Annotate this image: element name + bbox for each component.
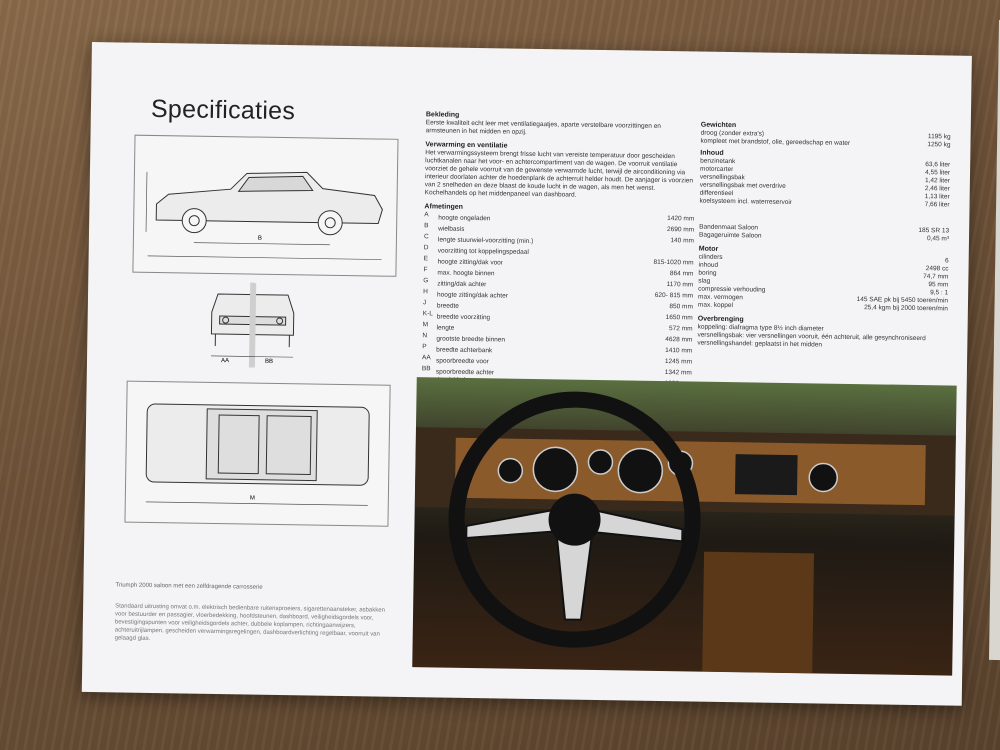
spec-row-label: inhoud (698, 261, 719, 269)
spec-row-label: kompleet met brandstof, olie, gereedscha… (700, 137, 851, 147)
spec-row-value: 850 mm (669, 303, 693, 311)
standard-equipment-paragraph: Standaard uitrusting omvat o.m. elektris… (114, 603, 385, 642)
spec-row-label: hoogte zitting/dak achter (437, 291, 508, 300)
verwarming-text: Het verwarmingssysteem brengt frisse luc… (424, 149, 694, 199)
spec-row-value: 140 mm (670, 237, 695, 245)
spec-row-value: 815-1020 mm (653, 258, 694, 267)
spec-row-value: 1250 kg (927, 141, 951, 149)
spec-row-label: wielbasis (438, 225, 465, 233)
spec-row-label: voorzitting tot koppelingspedaal (437, 247, 529, 256)
spec-row-letter: N (422, 332, 428, 340)
spec-row-value: 4628 mm (665, 336, 693, 344)
spec-row-label: koelsysteem incl. waterreservoir (699, 197, 793, 207)
spec-row-value: 1420 mm (667, 215, 695, 223)
spec-column-middle: Bekleding Eerste kwaliteit echt leer met… (422, 111, 696, 396)
spec-row-label: breedte achterbank (436, 346, 493, 355)
spec-row-label: max. hoogte binnen (437, 269, 495, 278)
spec-row-label: breedte (436, 302, 459, 310)
spec-row-value: 1410 mm (665, 347, 693, 355)
spec-row-value: 620- 815 mm (654, 291, 694, 300)
spec-row-value: 1650 mm (665, 314, 693, 322)
spec-row-value: 1342 mm (664, 369, 692, 377)
spec-row-letter: E (423, 255, 429, 263)
brochure-page: Specificaties B (81, 42, 972, 706)
dimension-label-aa: AA (220, 358, 230, 365)
top-view-diagram: M (124, 380, 391, 527)
spec-row-value: 74,7 mm (923, 273, 949, 281)
spec-row-letter: M (422, 321, 429, 329)
spec-row-letter: G (423, 277, 429, 285)
spec-row-label: zitting/dak achter (437, 280, 487, 289)
spec-row-label: boring (698, 269, 717, 277)
spec-row-label: compressie verhouding (698, 285, 766, 294)
spec-row-label: grootste breedte binnen (436, 335, 506, 344)
front-view-diagram: AA BB (197, 282, 308, 369)
spec-row-letter: H (423, 288, 428, 296)
spec-row-label: Bandenmaat Saloon (699, 223, 759, 232)
spec-row-label: Bagageruimte Saloon (698, 231, 762, 240)
spec-row-letter: B (424, 222, 429, 230)
spec-row-value: 1245 mm (664, 358, 693, 366)
spec-row-label: differentieel (699, 189, 734, 198)
spec-row-label: spoorbreedte voor (435, 357, 489, 366)
spec-row-label: slag (698, 277, 711, 285)
spec-row-label: max. koppel (697, 301, 734, 310)
dimension-label-b: B (257, 235, 262, 242)
spec-row-value: 185 SR 13 (918, 227, 950, 235)
spec-row-value: 7,66 liter (924, 201, 950, 209)
spec-row-value: 0,45 m³ (926, 235, 950, 243)
spec-row-value: 1170 mm (666, 281, 694, 289)
spec-row-label: versnellingsbak met overdrive (699, 181, 786, 190)
spec-row-label: hoogte zitting/dak voor (437, 258, 504, 267)
spec-row-letter: BB (421, 365, 431, 373)
spec-row-value: 864 mm (669, 270, 694, 278)
spec-row-label: breedte voorzitting (436, 313, 491, 322)
spec-row-label: benzinetank (700, 157, 736, 166)
spec-row-letter: A (424, 211, 429, 219)
spec-row-label: max. vermogen (698, 293, 743, 302)
dashboard-photo (412, 377, 957, 676)
spec-row-value: 9,5 : 1 (930, 289, 949, 297)
spec-row-label: versnellingsbak (699, 173, 745, 182)
spec-row-value: 2690 mm (666, 226, 695, 234)
spec-row-value: 572 mm (669, 325, 693, 333)
spec-row-label: motorcarter (700, 165, 734, 174)
spec-row-letter: P (422, 343, 427, 351)
spec-row-label: lengte stuurwiel-voorzitting (min.) (437, 236, 534, 245)
spec-row-letter: F (423, 266, 428, 274)
spec-row-letter: J (422, 299, 427, 307)
spec-row-label: spoorbreedte achter (435, 368, 495, 377)
spec-row-label: cilinders (698, 253, 723, 261)
bekleding-text: Eerste kwaliteit echt leer met ventilati… (425, 119, 662, 136)
dimension-label-m: M (249, 495, 255, 502)
diagram-caption: Triumph 2000 saloon met een zelfdragende… (115, 582, 263, 591)
spec-row-letter: K-L (422, 310, 433, 318)
side-view-diagram: B (132, 134, 399, 277)
spec-row-label: lengte (436, 324, 455, 332)
dimension-label-bb: BB (264, 358, 274, 365)
spec-row-label: hoogte ongeladen (438, 214, 491, 223)
spec-row-value: 25,4 kgm bij 2000 toeren/min (864, 304, 948, 313)
banden-table: Bandenmaat Saloon 185 SR 13 Bagageruimte S… (699, 224, 949, 244)
spec-row-value: 6 (944, 257, 949, 265)
spec-row-letter: AA (422, 354, 431, 362)
spec-row-label: droog (zonder extra's) (700, 129, 765, 138)
page-title: Specificaties (150, 94, 296, 126)
spec-row-letter: C (423, 233, 429, 241)
spec-row-letter: D (423, 244, 429, 252)
